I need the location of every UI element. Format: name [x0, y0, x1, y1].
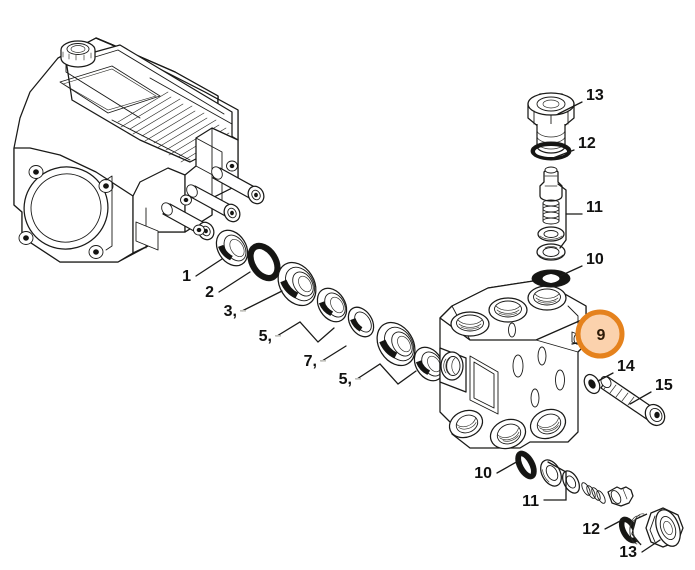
callout-3: 3, [224, 303, 237, 320]
callout-13-top: 13 [586, 87, 604, 104]
faint-secondary-digits [240, 310, 361, 380]
callout-13-bottom: 13 [619, 544, 637, 561]
callout-11-bottom: 11 [522, 493, 539, 510]
callout-12-bottom: 12 [582, 521, 600, 538]
highlight-circle-9 [575, 309, 625, 359]
bottom-ports [448, 408, 567, 450]
callout-9-highlighted: 9 [597, 327, 606, 344]
callout-7: 7, [304, 353, 317, 370]
part-5-support-ring-a [316, 287, 348, 323]
callout-15: 15 [655, 377, 673, 394]
callout-5b: 5, [339, 371, 352, 388]
part-11-valve-assembly-top [536, 166, 566, 261]
callout-2: 2 [205, 284, 214, 301]
valve-spring-top [542, 199, 560, 225]
callout-1: 1 [182, 268, 191, 285]
part-2-o-ring [247, 242, 281, 282]
valve-manifold-block [439, 279, 587, 450]
part-10-o-ring-bottom [515, 450, 537, 480]
oil-filler-cap [60, 40, 96, 68]
part-14-washer [583, 373, 601, 395]
part-6-ring [347, 306, 375, 338]
seal-stack [215, 229, 445, 382]
part-7-pressure-ring [376, 321, 416, 367]
flange-bolts [18, 165, 114, 259]
part-13-hex-plug-bottom [629, 507, 684, 548]
callout-11-top: 11 [586, 199, 603, 216]
valve-spring-bottom [581, 482, 606, 504]
callout-14: 14 [617, 358, 635, 375]
part-1-seal-ring [215, 229, 249, 267]
callout-10-top: 10 [586, 251, 604, 268]
fastener-group [583, 373, 666, 427]
part-10-o-ring-top [531, 269, 571, 288]
callout-5a: 5, [259, 328, 272, 345]
callout-10-bottom: 10 [474, 465, 492, 482]
part-3-packing-seal [277, 261, 317, 307]
part-15-socket-screw [600, 375, 666, 427]
valve-assembly-top [527, 92, 575, 288]
callout-labels: 1 2 3, 5, 7, 5, 13 12 11 10 9 14 15 10 1… [182, 87, 673, 561]
callout-12-top: 12 [578, 135, 596, 152]
leader-lines [195, 101, 661, 553]
pump-crankcase [13, 37, 265, 263]
